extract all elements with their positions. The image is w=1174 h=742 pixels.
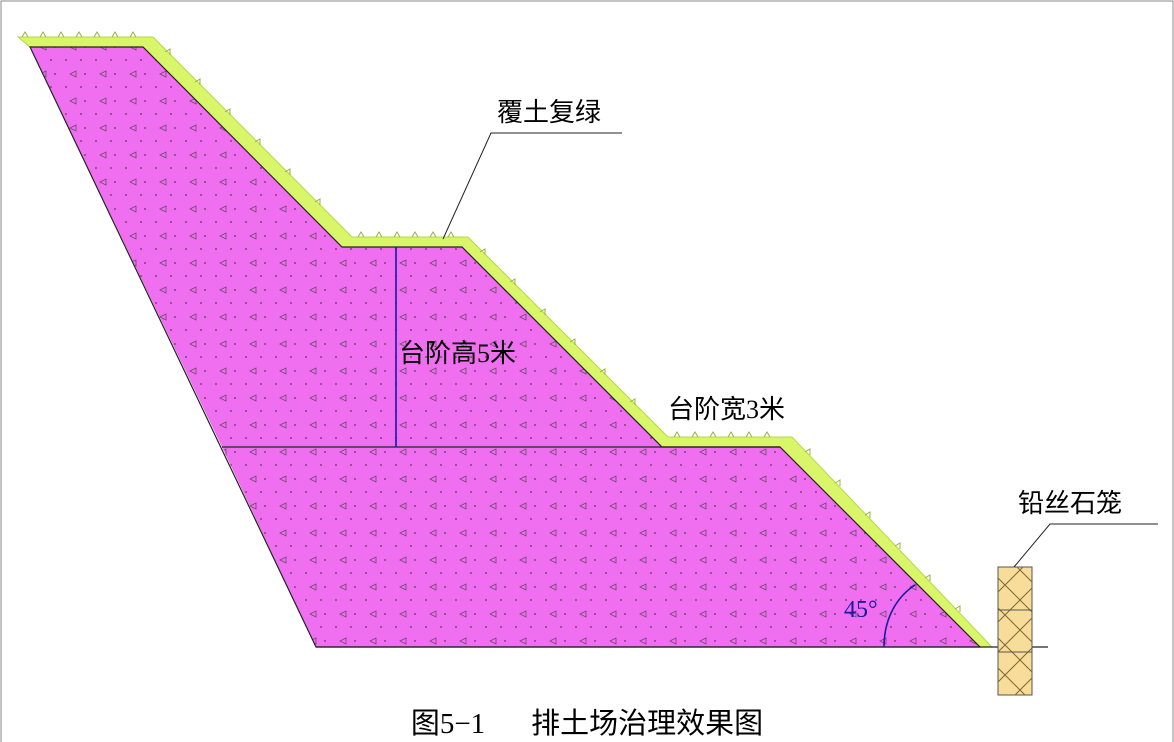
cover-greening-label: 覆土复绿 bbox=[497, 98, 602, 127]
figure-title: 排土场治理效果图 bbox=[531, 708, 764, 740]
gabion-basket bbox=[997, 566, 1033, 696]
slope-angle-label: 45° bbox=[844, 597, 878, 623]
cover-leader-line bbox=[442, 132, 622, 240]
gabion-label: 铅丝石笼 bbox=[1018, 489, 1123, 518]
gabion-leader-line bbox=[1013, 523, 1158, 568]
grass-tufts bbox=[21, 31, 961, 612]
step-width-label: 台阶宽3米 bbox=[668, 395, 786, 424]
figure-number: 图5−1 bbox=[410, 708, 486, 740]
figure-caption: 图5−1 排土场治理效果图 bbox=[0, 710, 1174, 739]
step-height-label: 台阶高5米 bbox=[399, 339, 517, 368]
slope-angle-arc bbox=[883, 584, 916, 648]
